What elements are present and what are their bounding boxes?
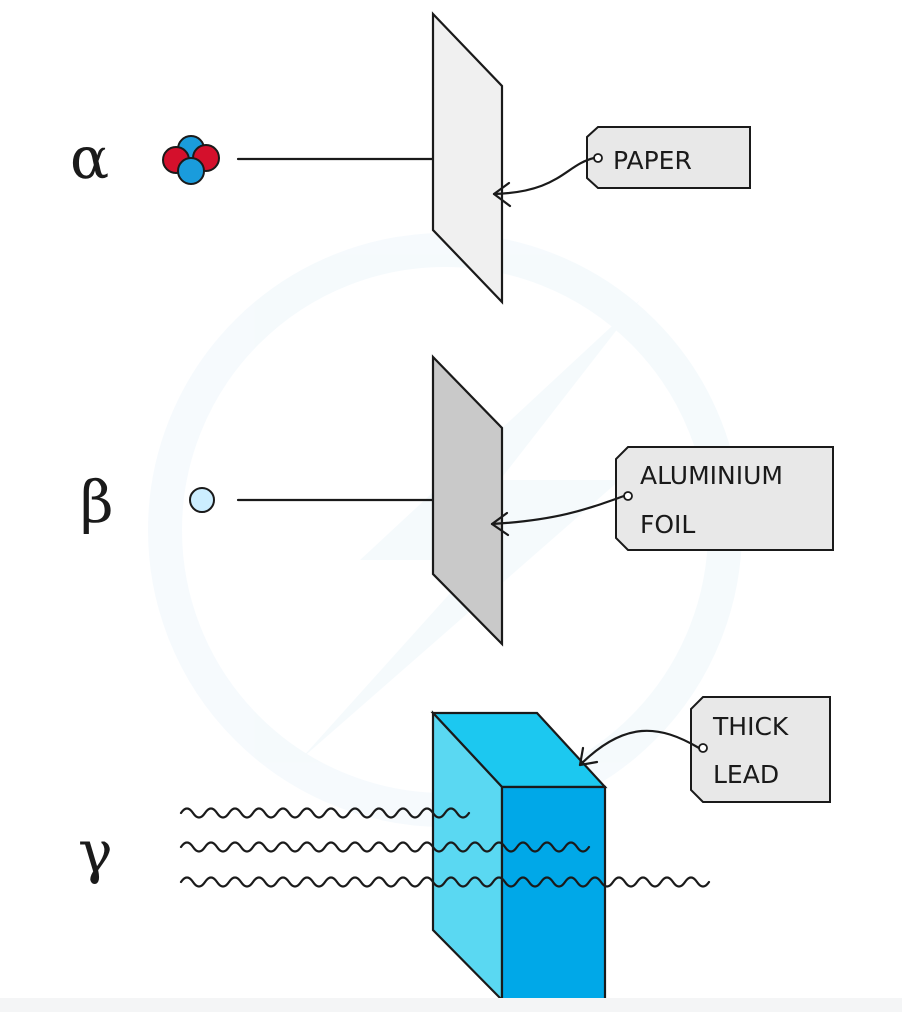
aluminium-foil-sheet: [431, 354, 504, 647]
lead-tag: THICK LEAD: [690, 696, 831, 803]
wave-icon: [179, 807, 711, 888]
electron-icon: [189, 487, 215, 513]
lead-pointer-arrow: [578, 729, 701, 767]
beta-row: β ALUMINIUM FOIL: [80, 354, 834, 647]
paper-label: PAPER: [613, 146, 692, 175]
beta-symbol: β: [80, 468, 114, 536]
aluminium-label: ALUMINIUM: [640, 461, 783, 490]
paper-pointer-arrow: [492, 156, 596, 208]
alpha-arrow: [236, 144, 468, 174]
gamma-row: γ THICK LEAD: [78, 696, 831, 1003]
alpha-symbol: α: [70, 124, 109, 192]
foil-pointer-arrow: [490, 494, 626, 537]
thick-label: THICK: [712, 712, 789, 741]
helium-nucleus-icon: [162, 135, 220, 185]
gamma-symbol: γ: [78, 818, 113, 886]
lead-label: LEAD: [713, 760, 779, 789]
foil-label: FOIL: [640, 510, 695, 539]
gamma-ray-wave-3: [179, 876, 711, 888]
alpha-row: α PAPER: [70, 11, 751, 305]
lead-block: [430, 710, 608, 1003]
aluminium-foil-tag: ALUMINIUM FOIL: [615, 446, 834, 551]
paper-sheet: [431, 11, 504, 305]
gamma-ray-wave-1: [179, 807, 471, 819]
paper-tag: PAPER: [586, 126, 751, 189]
gamma-ray-wave-2: [179, 841, 591, 853]
bottom-strip: [0, 998, 902, 1012]
